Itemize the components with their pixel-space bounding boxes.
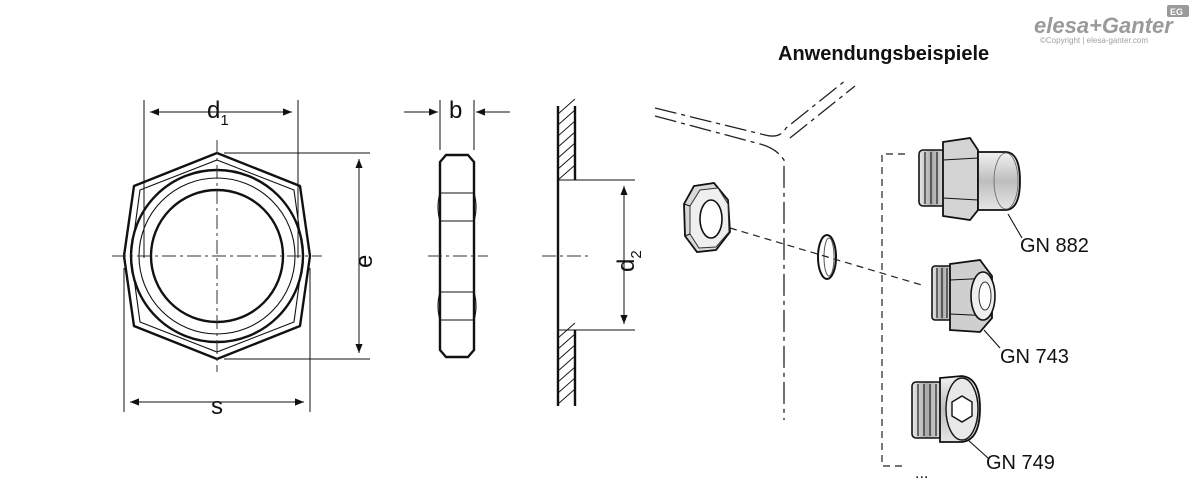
- logo-badge-text: EG: [1170, 7, 1183, 17]
- heading-application-examples: Anwendungsbeispiele: [778, 43, 989, 65]
- hatch-line: [557, 344, 576, 361]
- assembly-axis: [729, 227, 926, 287]
- dim-label-d1: d1: [207, 97, 229, 129]
- hatch-line: [557, 164, 576, 181]
- hatch-line: [557, 322, 576, 339]
- hatch-line: [557, 377, 576, 394]
- dimension-b: b: [404, 97, 510, 150]
- sealing-ring: [817, 234, 837, 280]
- label-gn-743: GN 743: [1000, 346, 1069, 368]
- hatch-line: [557, 366, 576, 383]
- hatch-line: [557, 109, 576, 126]
- front-view-hex-nut: [112, 140, 322, 372]
- dim-label-b: b: [449, 97, 462, 124]
- hatch-line: [557, 355, 576, 372]
- leader-gn-749: [967, 439, 989, 459]
- dimension-d2: d2: [575, 179, 645, 331]
- more-indicator: ...: [915, 465, 928, 482]
- logo-text: elesa+Ganter: [1034, 13, 1174, 38]
- brand-logo: elesa+Ganter EG ©Copyright | elesa-gante…: [1034, 5, 1189, 45]
- hatch-line: [557, 131, 576, 148]
- plug-gn-882: [918, 137, 1021, 221]
- nut-iso: [683, 182, 731, 253]
- copyright-text: ©Copyright | elesa-ganter.com: [1040, 36, 1148, 45]
- dim-label-s: s: [211, 393, 223, 420]
- dim-label-e: e: [351, 255, 378, 268]
- label-gn-749: GN 749: [986, 452, 1055, 474]
- dim-label-d2: d2: [613, 250, 645, 272]
- housing-corner: [654, 79, 856, 420]
- hatch-line: [557, 142, 576, 159]
- hatch-line: [557, 333, 576, 350]
- hatch-line: [557, 98, 576, 115]
- alternatives-bracket: [881, 153, 905, 467]
- logo-badge: [1167, 5, 1189, 17]
- hatch-line: [557, 120, 576, 137]
- dimension-d1: d1: [143, 97, 299, 258]
- dimension-s: s: [123, 268, 311, 420]
- wall-section: [542, 98, 592, 406]
- hatch-line: [557, 388, 576, 405]
- plug-gn-743: [931, 259, 996, 333]
- side-view-nut: [428, 153, 488, 359]
- label-gn-882: GN 882: [1020, 235, 1089, 257]
- hatch-line: [557, 153, 576, 170]
- plug-gn-749: [911, 375, 981, 443]
- leader-gn-882: [1007, 213, 1023, 239]
- leader-gn-743: [983, 329, 1001, 349]
- dimension-e: e: [224, 152, 378, 360]
